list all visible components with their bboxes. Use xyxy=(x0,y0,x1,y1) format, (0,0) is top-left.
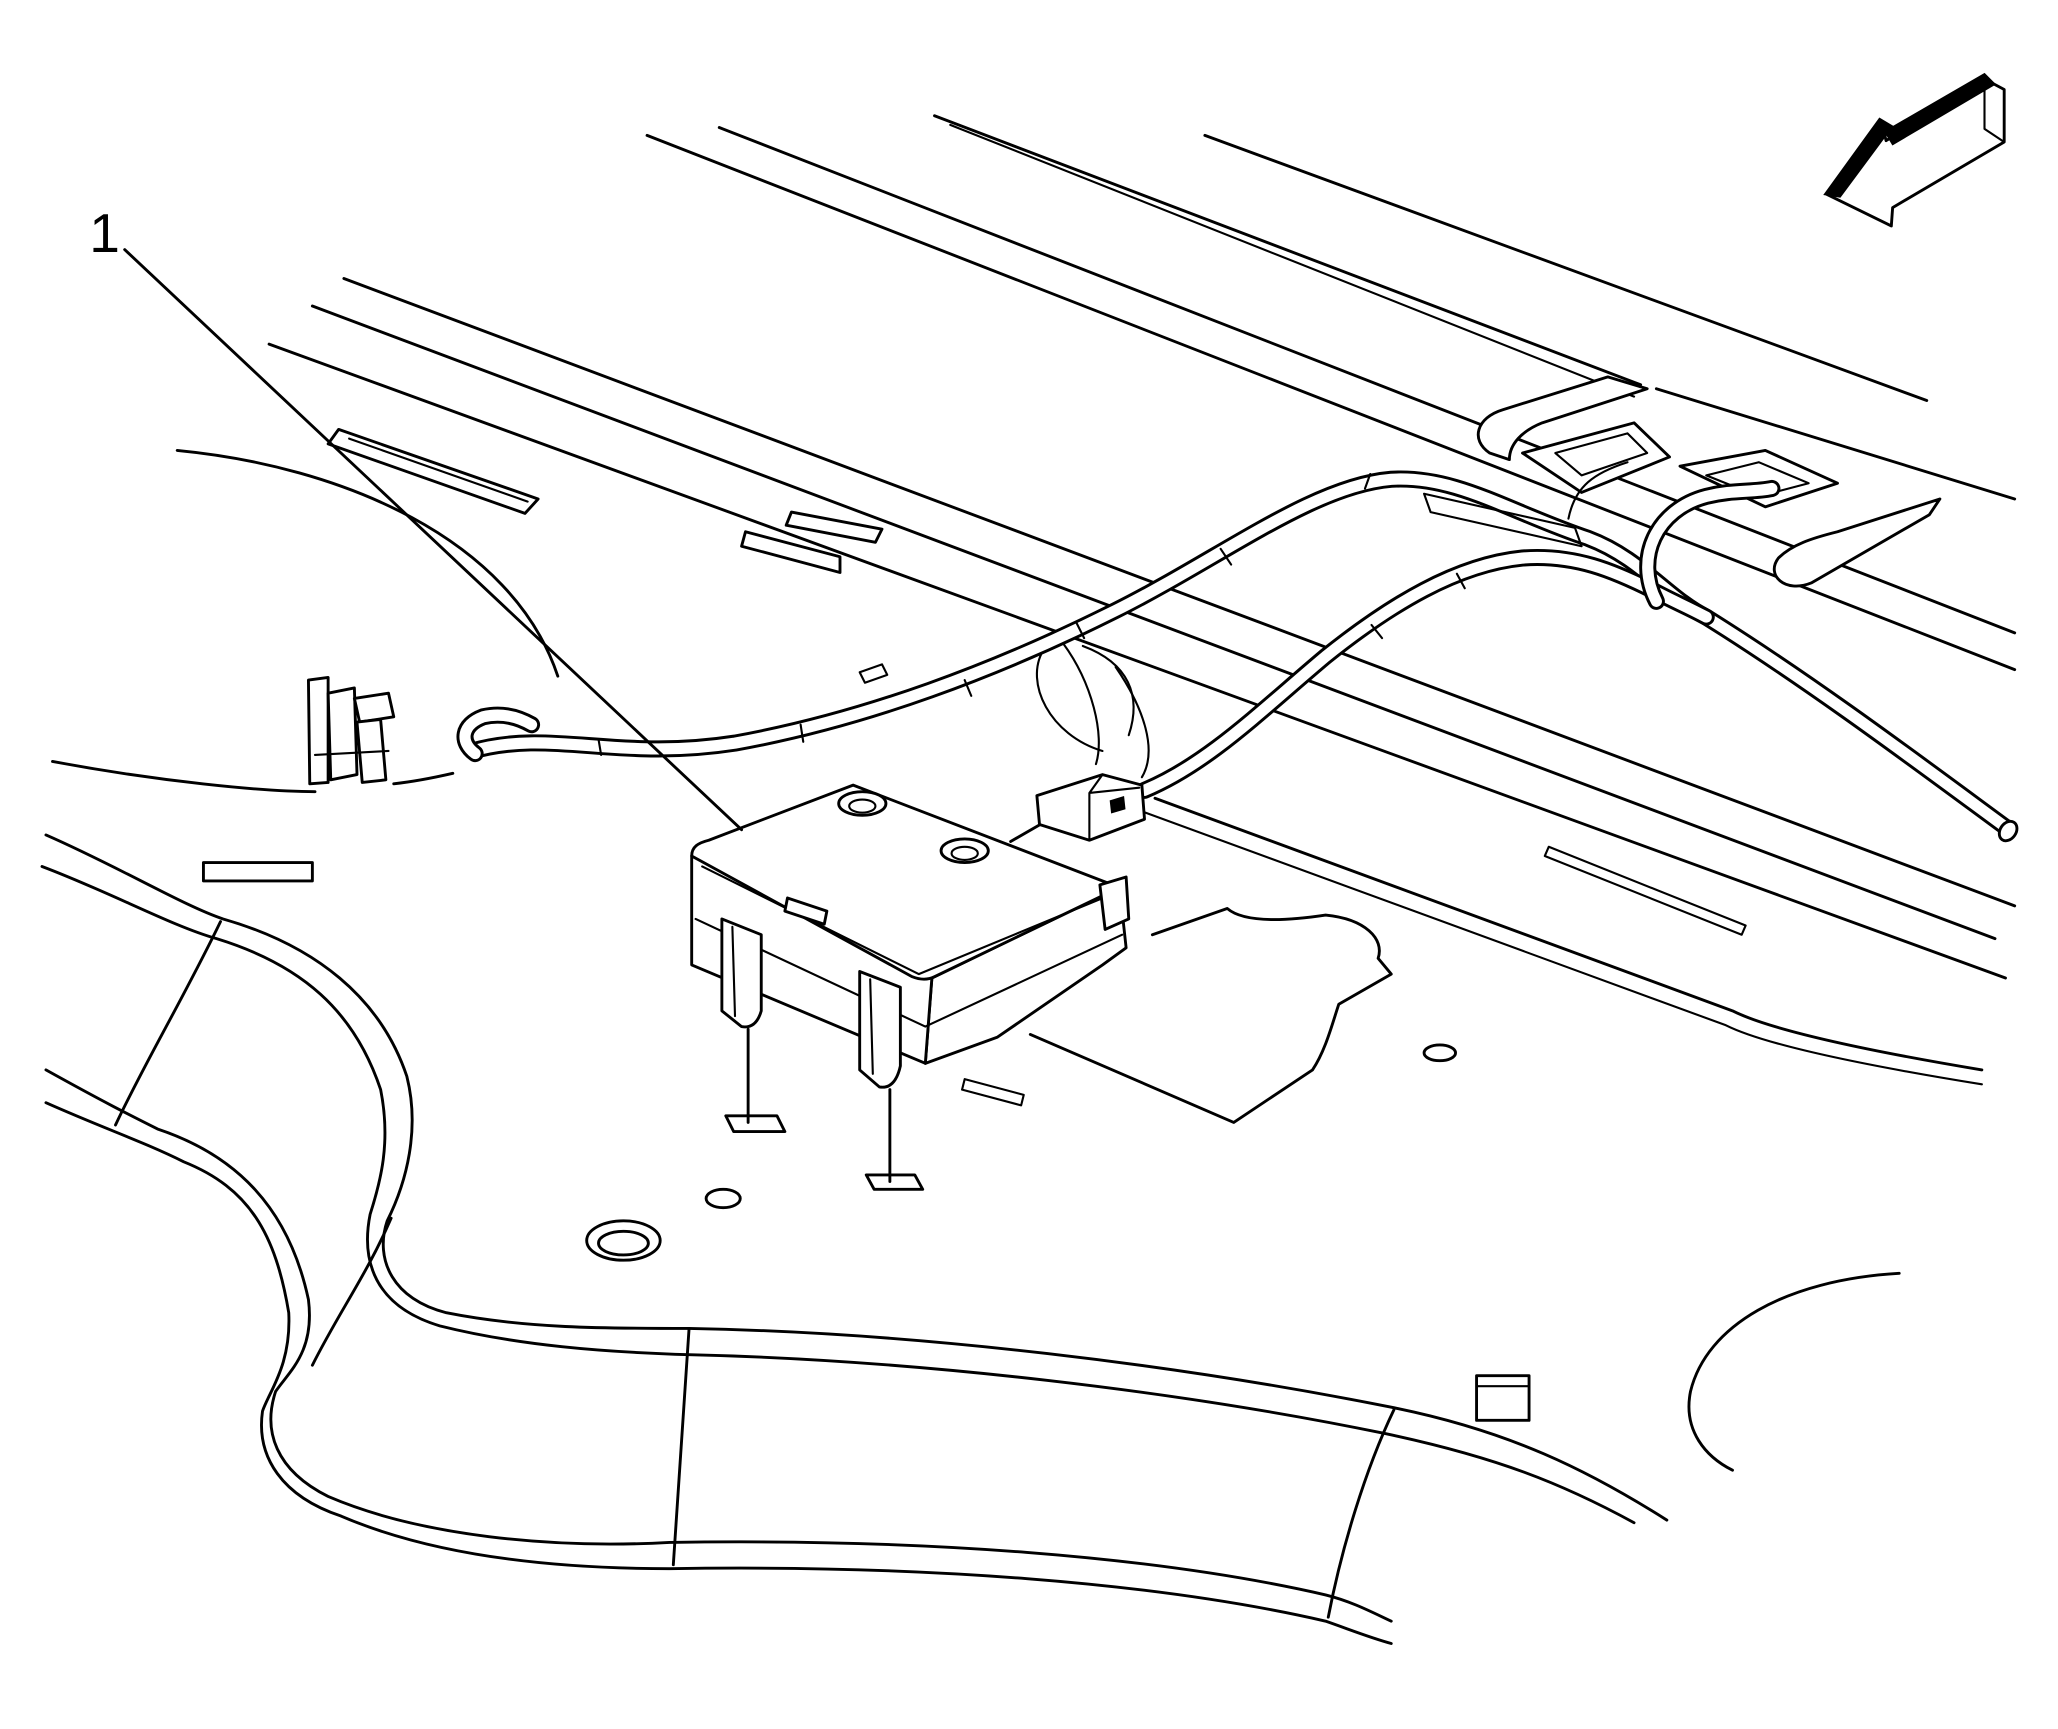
floor-features xyxy=(201,861,1531,1422)
center-slot-bracket xyxy=(740,530,842,574)
callout-1: 1 xyxy=(89,202,744,832)
callout-leader-line xyxy=(123,248,744,832)
floor-edges xyxy=(40,833,1901,1645)
small-mark xyxy=(858,663,889,684)
pin-mark-left xyxy=(724,1114,787,1134)
module-foot-left xyxy=(720,917,763,1029)
small-hole-right xyxy=(1422,1043,1458,1063)
square-plug xyxy=(1475,1374,1531,1422)
module-assembly xyxy=(690,783,1131,1089)
rail-end-tab xyxy=(1772,497,1942,588)
lower-slot xyxy=(1543,845,1747,936)
center-slot xyxy=(784,510,884,544)
right-floor-arc xyxy=(1687,1271,1901,1472)
callout-label: 1 xyxy=(89,202,120,264)
harness-sleeve xyxy=(1423,492,1583,548)
floor-cutout xyxy=(961,907,1393,1124)
drain-hole-outer xyxy=(585,1219,662,1262)
loose-wires xyxy=(1035,642,1150,779)
wiring-harness xyxy=(456,470,2019,843)
left-long-slot xyxy=(326,427,540,515)
module-foot-right xyxy=(858,970,902,1089)
drain-hole-inner xyxy=(597,1229,650,1257)
left-slot xyxy=(201,861,314,883)
small-hole-center xyxy=(704,1187,742,1210)
mounting-pins xyxy=(724,1027,925,1191)
rail-bracket xyxy=(1476,375,1942,588)
pin-mark-right xyxy=(864,1173,925,1191)
panel-slots xyxy=(326,427,889,684)
module-front-tab xyxy=(783,896,829,926)
direction-arrow-icon xyxy=(1823,72,2006,228)
harness-connector xyxy=(1009,773,1146,843)
upper-trim-lines xyxy=(645,114,2017,672)
seat-area-lines xyxy=(267,277,2017,1086)
harness-end-cap xyxy=(1997,819,2019,843)
left-connector-clip xyxy=(306,676,396,786)
module-side-tab xyxy=(1098,875,1131,931)
